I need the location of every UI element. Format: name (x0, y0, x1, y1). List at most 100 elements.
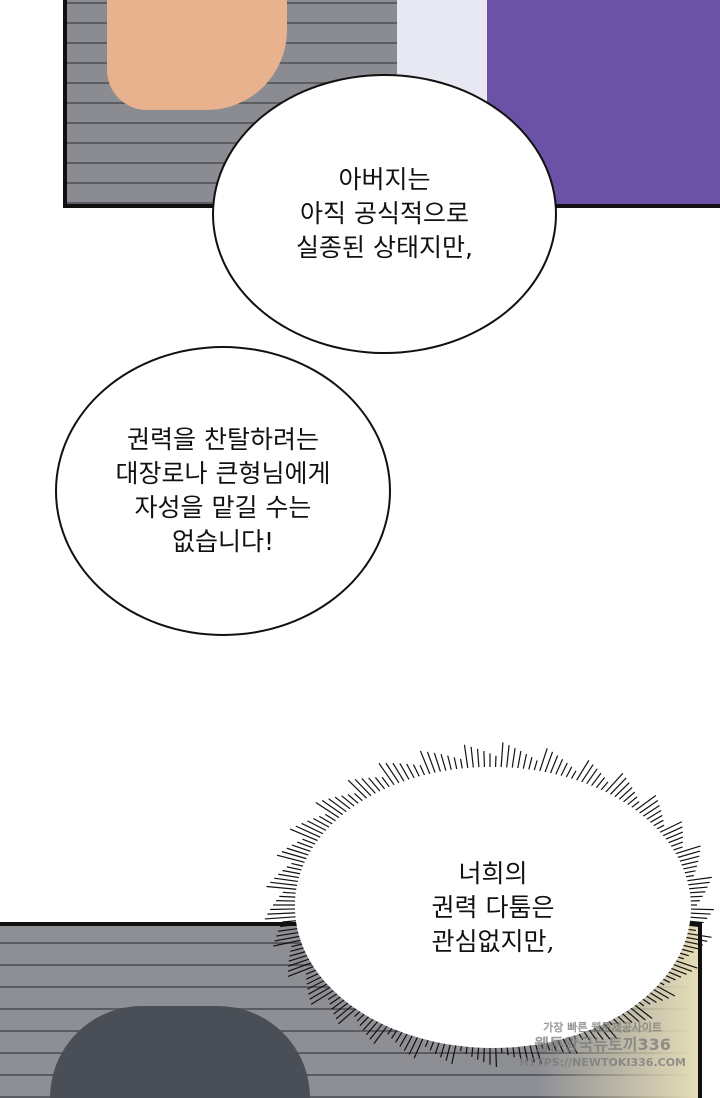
spike-line (684, 891, 706, 894)
spike-line (282, 920, 297, 923)
spike-line (270, 881, 298, 886)
spike-line (419, 764, 426, 776)
spike-line (347, 779, 367, 799)
spike-line (279, 895, 296, 898)
spike-line (673, 850, 701, 860)
spike-line (594, 777, 606, 790)
spike-line (565, 1031, 578, 1054)
spike-line (682, 876, 712, 883)
spike-line (413, 1034, 426, 1059)
spike-line (329, 994, 343, 1005)
spike-line (625, 1003, 646, 1021)
spike-line (295, 825, 321, 838)
spike-line (533, 1039, 542, 1064)
watermark: 가장 빠른 웹툰제공사이트 웹툰왕국뉴토끼336 HTTPS://NEWTOKI… (519, 1020, 686, 1070)
hand-art (107, 0, 287, 110)
spike-line (539, 748, 548, 772)
spike-line (629, 1000, 653, 1019)
spike-line (459, 758, 463, 769)
spike-line (327, 991, 340, 1000)
spike-line (282, 869, 301, 875)
spike-line (585, 768, 598, 786)
spike-line (667, 961, 693, 972)
spike-line (354, 778, 372, 797)
spike-line (554, 758, 564, 776)
spike-line (608, 777, 627, 797)
spike-line (633, 794, 657, 813)
spike-line (315, 801, 340, 819)
spike-line (335, 1003, 355, 1020)
bubble-text: 아버지는 아직 공식적으로 실종된 상태지만, (296, 165, 473, 262)
spike-line (305, 968, 318, 975)
spike-line (621, 1006, 640, 1022)
spike-line (328, 798, 347, 813)
spike-line (406, 763, 415, 779)
spike-line (286, 866, 302, 871)
spike-line (678, 865, 698, 871)
spike-line (447, 755, 452, 770)
spike-line (391, 1026, 400, 1039)
spike-line (264, 916, 296, 920)
spike-line (365, 1018, 381, 1036)
spike-line (403, 1031, 415, 1051)
spike-line (625, 796, 638, 807)
spike-line (667, 841, 684, 849)
speech-bubble: 권력을 찬탈하려는 대장로나 큰형님에게 자성을 맡길 수는 없습니다! (55, 346, 391, 636)
spike-line (613, 782, 630, 799)
spike-line (522, 753, 528, 770)
character-head-art (50, 1006, 310, 1098)
spike-line (575, 760, 590, 782)
spike-line (338, 1006, 359, 1025)
spike-line (662, 831, 684, 842)
spike-line (617, 786, 633, 802)
spike-line (463, 744, 469, 768)
spike-line (280, 924, 298, 928)
spike-line (369, 1020, 386, 1040)
spike-line (290, 947, 305, 952)
spike-line (266, 885, 297, 890)
spike-line (594, 1020, 611, 1040)
spike-line (653, 824, 665, 831)
spike-line (354, 793, 363, 802)
spike-line (307, 979, 327, 990)
spike-line (650, 819, 664, 828)
spike-line (570, 770, 577, 780)
spike-line (324, 813, 336, 822)
spike-line (270, 908, 296, 911)
spike-line (560, 1033, 571, 1054)
spike-line (590, 772, 602, 788)
spike-line (470, 746, 474, 768)
spike-line (684, 912, 711, 915)
spike-line (483, 1042, 486, 1063)
spike-line (306, 975, 324, 985)
spike-line (494, 1042, 498, 1067)
speech-bubble: 아버지는 아직 공식적으로 실종된 상태지만, (212, 74, 557, 354)
spike-line (477, 1042, 480, 1060)
spike-line (278, 927, 298, 932)
bubble-text: 권력을 찬탈하려는 대장로나 큰형님에게 자성을 맡길 수는 없습니다! (115, 425, 331, 556)
spike-line (291, 943, 304, 948)
spike-line (381, 776, 390, 788)
spike-line (565, 766, 573, 779)
spike-line (306, 972, 321, 980)
spike-line (681, 931, 712, 938)
spike-line (288, 958, 311, 967)
spike-line (483, 751, 486, 768)
spike-line (313, 818, 330, 828)
spike-line (440, 1039, 447, 1058)
spike-line (362, 1016, 376, 1031)
spike-line (291, 862, 304, 867)
spike-line (429, 1037, 436, 1051)
spike-line (288, 954, 309, 962)
spike-line (273, 939, 302, 947)
spike-line (554, 1034, 564, 1053)
spike-line (647, 985, 670, 999)
spike-line (267, 912, 296, 915)
spike-line (333, 1000, 351, 1015)
spike-line (549, 755, 559, 774)
spike-line (318, 815, 333, 825)
spike-line (683, 886, 708, 890)
spike-line (274, 935, 301, 942)
spike-line (476, 748, 480, 768)
spike-line (647, 814, 663, 825)
